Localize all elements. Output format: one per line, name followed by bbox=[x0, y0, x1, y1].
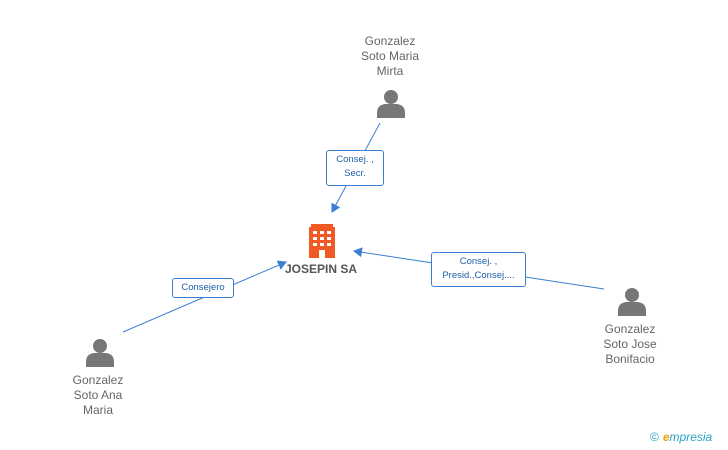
person-name-line: Maria bbox=[82, 403, 113, 417]
person-name-line: Mirta bbox=[376, 64, 404, 78]
person-name-line: Gonzalez bbox=[604, 322, 656, 336]
person-icon[interactable] bbox=[377, 90, 405, 118]
person-name-line: Gonzalez bbox=[72, 373, 124, 387]
person-icon[interactable] bbox=[86, 339, 114, 367]
copyright-icon: © bbox=[650, 430, 659, 444]
person-label-jose[interactable]: Gonzalez Soto Jose Bonifacio bbox=[580, 322, 680, 367]
relation-label-mirta[interactable]: Consej. , Secr. bbox=[326, 150, 384, 186]
relation-line: Consejero bbox=[181, 282, 225, 293]
person-icon[interactable] bbox=[618, 288, 646, 316]
relation-label-ana[interactable]: Consejero bbox=[172, 278, 234, 298]
person-label-mirta[interactable]: Gonzalez Soto Maria Mirta bbox=[340, 34, 440, 79]
person-name-line: Soto Jose bbox=[603, 337, 657, 351]
brand-name: mpresia bbox=[669, 430, 713, 444]
person-name-line: Gonzalez bbox=[364, 34, 416, 48]
relation-line: Consej. , bbox=[459, 256, 498, 267]
person-name-line: Soto Maria bbox=[360, 49, 420, 63]
company-name[interactable]: JOSEPIN SA bbox=[285, 262, 358, 276]
relation-line: Secr. bbox=[344, 168, 366, 179]
person-name-line: Soto Ana bbox=[73, 388, 123, 402]
brand-watermark: ©empresia bbox=[650, 430, 712, 444]
building-icon[interactable] bbox=[309, 224, 335, 258]
relation-line: Consej. , bbox=[336, 154, 374, 165]
person-name-line: Bonifacio bbox=[605, 352, 655, 366]
relation-label-jose[interactable]: Consej. , Presid.,Consej.... bbox=[431, 252, 526, 287]
person-label-ana[interactable]: Gonzalez Soto Ana Maria bbox=[48, 373, 148, 418]
relation-line: Presid.,Consej.... bbox=[442, 270, 515, 281]
brand-initial: e bbox=[662, 430, 670, 444]
